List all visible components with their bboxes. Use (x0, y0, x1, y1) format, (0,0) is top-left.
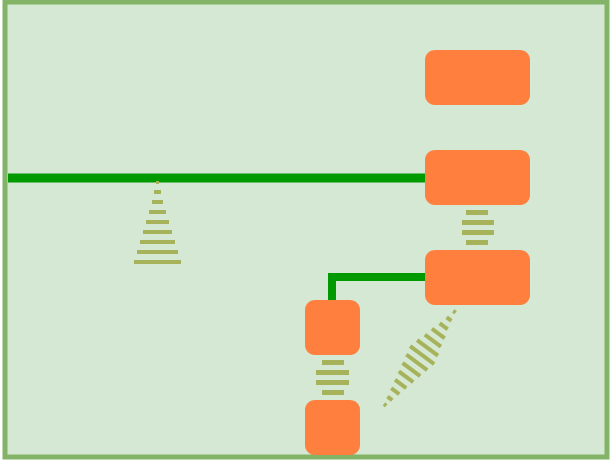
edge-main-line-to-open-end (134, 181, 181, 264)
edge-box-3-to-box-4 (328, 273, 428, 302)
box-5[interactable] (305, 400, 360, 455)
edge-box-4-to-box-5 (316, 360, 349, 395)
box-2[interactable] (425, 150, 530, 205)
edge-box-2-to-box-3 (462, 210, 494, 245)
box-1[interactable] (425, 50, 530, 105)
connector-layer (8, 173, 494, 408)
edge-box-3-to-box-5 (382, 309, 457, 408)
box-4[interactable] (305, 300, 360, 355)
node-layer (305, 50, 530, 455)
box-3[interactable] (425, 250, 530, 305)
